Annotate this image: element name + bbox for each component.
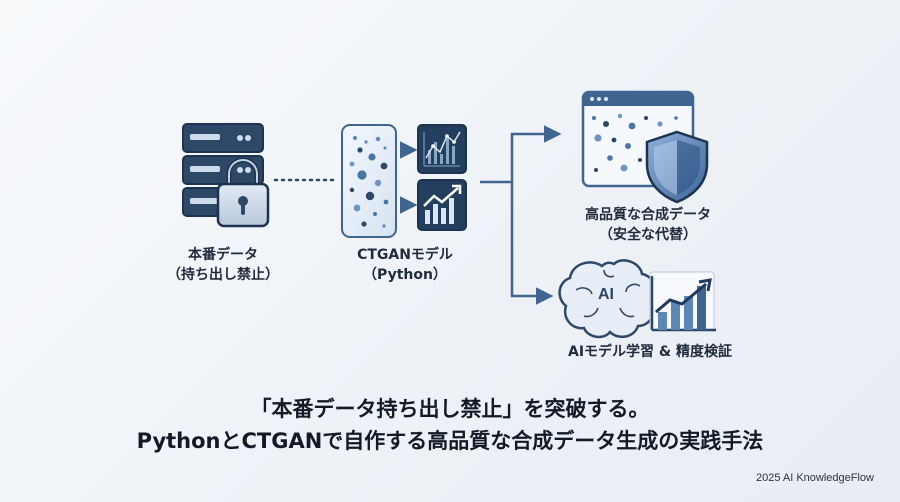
- model-title: CTGANモデル: [357, 247, 453, 263]
- headline-line-1: 「本番データ持ち出し禁止」を突破する。: [250, 397, 650, 421]
- headline-line-2: PythonとCTGANで自作する高品質な合成データ生成の実践手法: [136, 429, 764, 453]
- source-subtitle: （持ち出し禁止）: [167, 267, 279, 283]
- arrow-to-synthetic: [480, 125, 562, 184]
- arrow-to-ai: [510, 182, 554, 305]
- footer-credit: 2025 AI KnowledgeFlow: [755, 472, 874, 484]
- source-title: 本番データ: [188, 247, 258, 263]
- trend-chart-icon: [417, 179, 467, 231]
- ai-label: AIモデル学習 & 精度検証: [540, 342, 760, 362]
- ctgan-network-icon: [341, 124, 397, 238]
- server-lock-icon: [182, 123, 270, 228]
- model-label: CTGANモデル （Python）: [325, 245, 485, 285]
- ai-badge-text: AI: [598, 286, 614, 303]
- synthetic-subtitle: （安全な代替）: [599, 227, 697, 243]
- ai-brain-icon: [558, 259, 657, 339]
- synthetic-label: 高品質な合成データ （安全な代替）: [560, 205, 736, 245]
- source-label: 本番データ （持ち出し禁止）: [148, 245, 298, 285]
- scatter-chart-icon: [417, 124, 467, 174]
- growth-chart-icon: [649, 271, 716, 332]
- shield-icon: [645, 130, 709, 204]
- model-subtitle: （Python）: [363, 267, 447, 283]
- synthetic-title: 高品質な合成データ: [585, 207, 711, 223]
- ai-title: AIモデル学習 & 精度検証: [567, 344, 732, 360]
